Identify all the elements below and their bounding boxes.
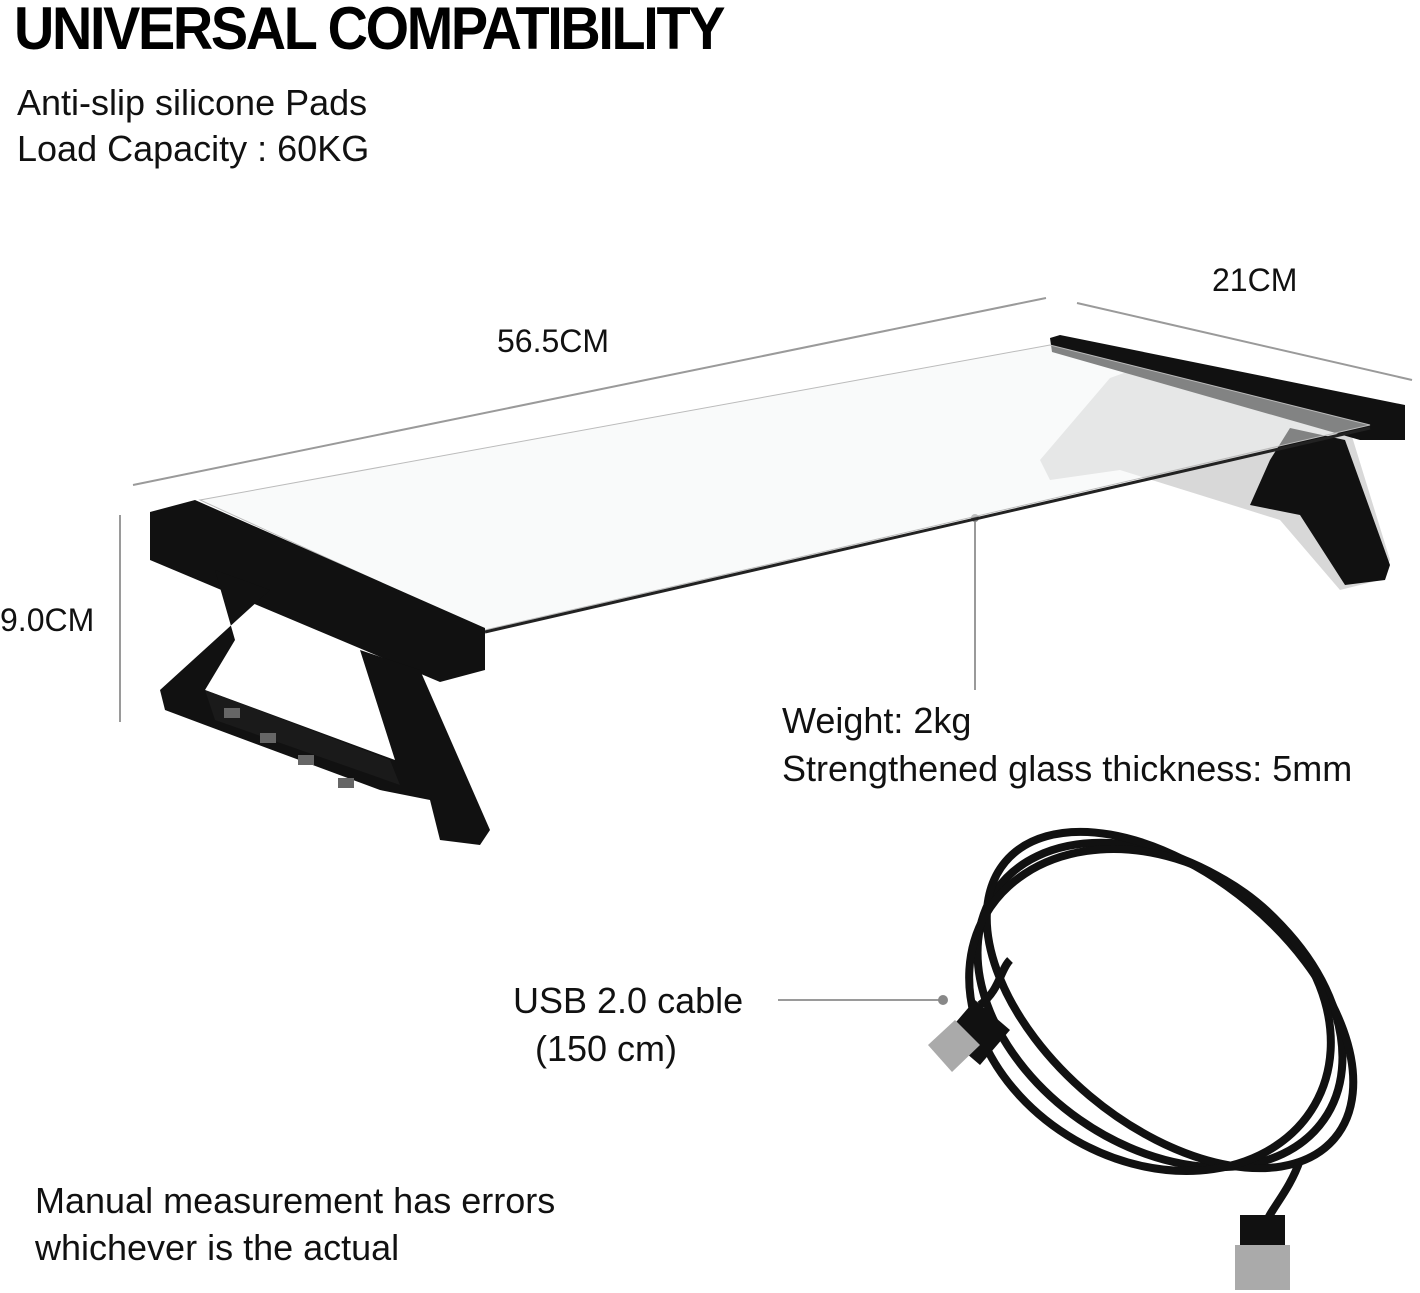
disclaimer-line-2: whichever is the actual bbox=[35, 1227, 400, 1268]
page-title: UNIVERSAL COMPATIBILITY bbox=[14, 0, 725, 62]
usb-plug-icon bbox=[928, 1000, 1290, 1290]
weight-spec: Weight: 2kg bbox=[782, 700, 972, 741]
usb-cable bbox=[965, 827, 1358, 1227]
glass-thickness-spec: Strengthened glass thickness: 5mm bbox=[782, 748, 1353, 789]
glass-edge bbox=[484, 426, 1371, 634]
length-label: 56.5CM bbox=[497, 323, 610, 359]
height-label: 9.0CM bbox=[0, 602, 95, 638]
depth-dimension-line bbox=[1076, 302, 1413, 381]
usb-port-icon bbox=[260, 733, 276, 743]
cable-label: USB 2.0 cable bbox=[513, 980, 744, 1021]
disclaimer-line-1: Manual measurement has errors bbox=[35, 1180, 556, 1221]
usb-port-icon bbox=[298, 755, 314, 765]
usb-port-icon bbox=[224, 708, 240, 718]
usb-port-icon bbox=[338, 778, 354, 788]
usb-port-icons bbox=[224, 708, 354, 788]
feature-load-capacity: Load Capacity : 60KG bbox=[17, 128, 370, 169]
length-dimension-line bbox=[132, 297, 1047, 486]
depth-label: 21CM bbox=[1212, 262, 1298, 298]
dimension-lines bbox=[119, 297, 1413, 1001]
cable-length: (150 cm) bbox=[535, 1028, 678, 1069]
feature-anti-slip: Anti-slip silicone Pads bbox=[17, 82, 368, 123]
left-leg bbox=[150, 500, 490, 845]
cable-pointer-dot bbox=[938, 995, 948, 1005]
